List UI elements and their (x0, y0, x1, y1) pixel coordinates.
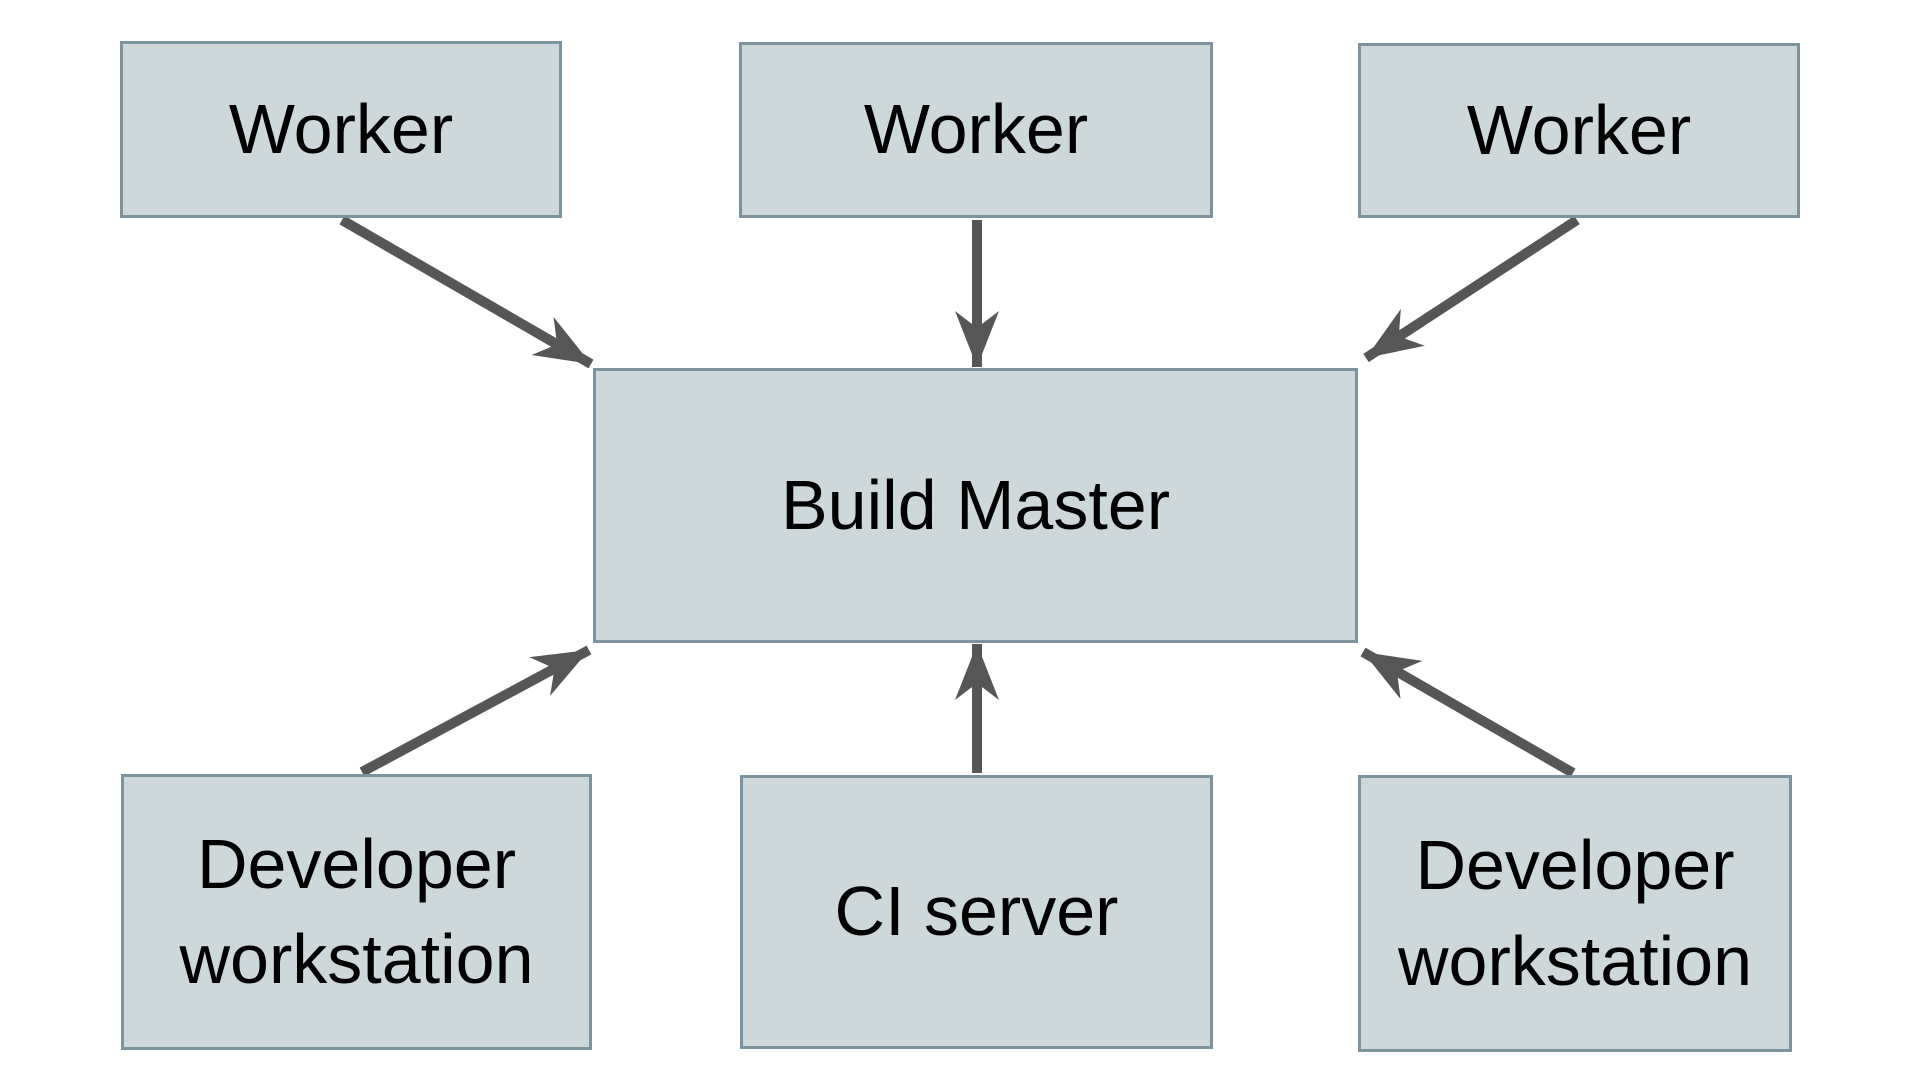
arrow-developer-workstation-2-to-build-master (1360, 647, 1576, 778)
arrow-worker-3-to-build-master (1363, 215, 1580, 363)
node-build-master: Build Master (593, 368, 1358, 643)
node-worker-3: Worker (1358, 43, 1800, 218)
arrow-developer-workstation-1-to-build-master (359, 645, 592, 777)
node-worker-1: Worker (120, 41, 562, 218)
node-developer-workstation-2: Developer workstation (1358, 775, 1792, 1052)
node-ci-server: CI server (740, 775, 1213, 1049)
node-worker-2-label: Worker (863, 90, 1089, 169)
node-build-master-label: Build Master (780, 465, 1171, 544)
node-ci-server-label: CI server (834, 872, 1119, 951)
node-developer-workstation-2-label: Developer workstation (1397, 826, 1753, 1000)
node-worker-1-label: Worker (228, 89, 454, 168)
node-developer-workstation-1: Developer workstation (121, 774, 592, 1050)
arrow-worker-1-to-build-master (339, 215, 594, 369)
node-worker-3-label: Worker (1466, 90, 1692, 169)
node-developer-workstation-1-label: Developer workstation (179, 824, 534, 998)
node-worker-2: Worker (739, 42, 1213, 218)
